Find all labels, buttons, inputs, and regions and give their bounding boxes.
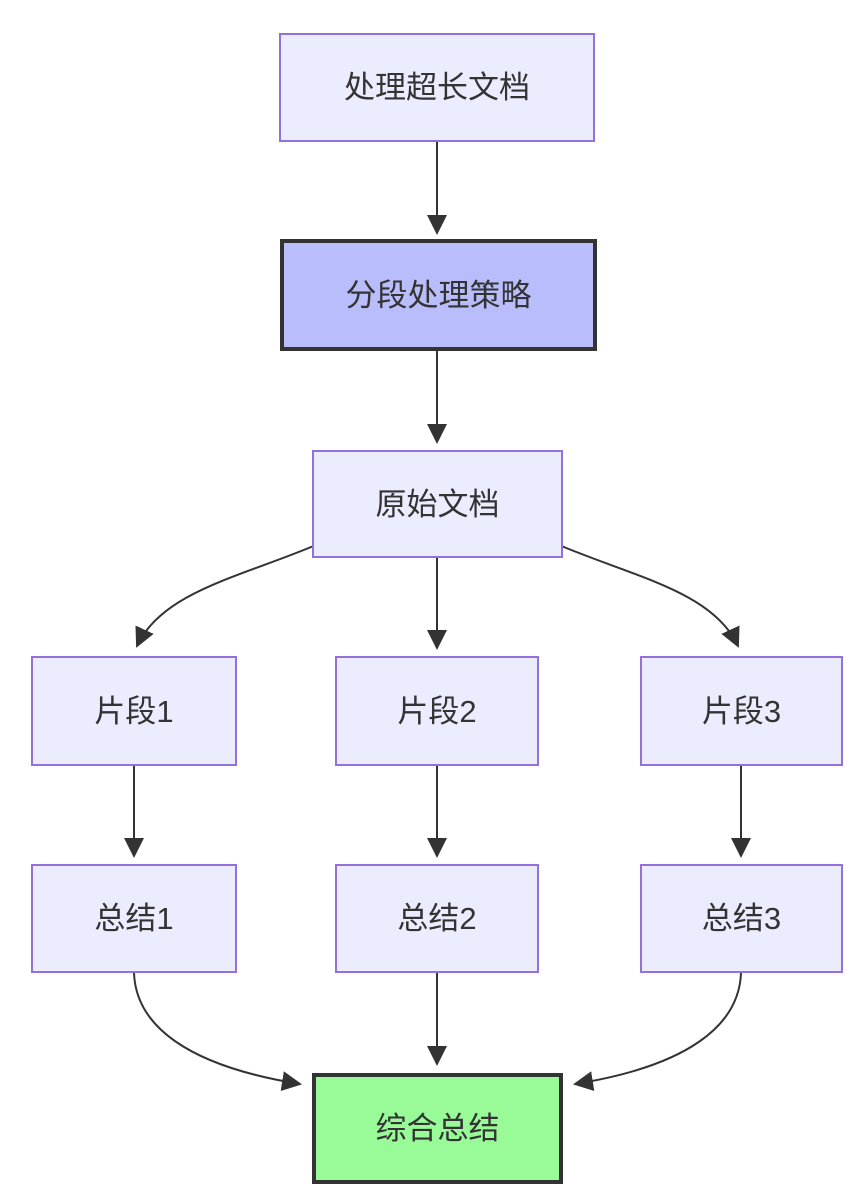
node-label: 原始文档 [375,486,500,522]
edge-sum1-final [133,972,302,1092]
edge-sum3-final [573,972,742,1092]
node-label: 片段1 [94,693,174,729]
node-process-long-doc: 处理超长文档 [279,33,595,142]
node-fragment-3: 片段3 [640,656,843,766]
node-label: 分段处理策略 [345,277,532,313]
edge-original-frag3 [558,544,740,648]
node-label: 总结2 [397,901,477,936]
edge-original-frag1 [135,544,317,648]
node-label: 片段3 [701,693,782,729]
node-label: 综合总结 [375,1111,500,1146]
node-combined-summary: 综合总结 [312,1073,563,1184]
node-summary-1: 总结1 [31,864,237,973]
node-original-doc: 原始文档 [312,450,563,558]
node-fragment-2: 片段2 [335,656,539,766]
node-summary-2: 总结2 [335,864,539,973]
node-fragment-1: 片段1 [31,656,237,766]
node-summary-3: 总结3 [640,864,843,973]
node-label: 处理超长文档 [344,70,530,105]
node-label: 总结3 [701,901,782,936]
node-label: 总结1 [94,901,174,936]
node-label: 片段2 [397,693,477,729]
node-segment-strategy: 分段处理策略 [280,239,597,351]
